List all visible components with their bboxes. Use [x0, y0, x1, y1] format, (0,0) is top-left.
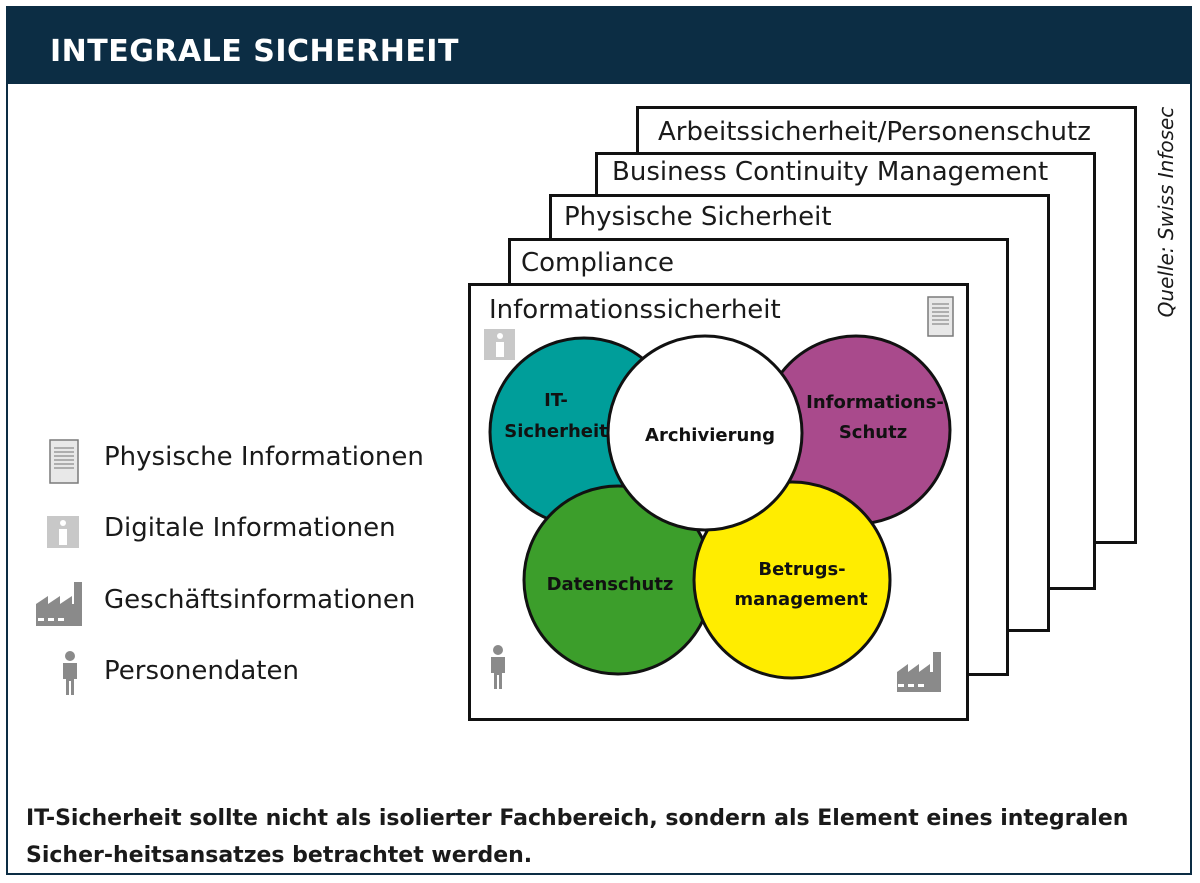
legend-factory-icon — [36, 582, 82, 626]
document-icon — [927, 296, 954, 337]
circle-betrugsmanagement — [692, 480, 892, 680]
layer-label: Compliance — [521, 248, 675, 278]
person-icon — [491, 645, 505, 689]
legend-label-digitale: Digitale Informationen — [104, 513, 396, 543]
circle-archivierung — [606, 334, 804, 532]
label-it-sicherheit-1: IT- — [544, 390, 568, 411]
factory-icon — [897, 652, 941, 692]
layer-label: Informationssicherheit — [489, 295, 781, 325]
label-betrugsmanagement-2: management — [734, 589, 868, 610]
layer-label: Arbeitssicherheit/Personenschutz — [658, 117, 1091, 147]
layer-label: Business Continuity Management — [612, 157, 1049, 187]
legend-document-icon — [49, 439, 79, 484]
legend-person-icon — [63, 651, 77, 695]
header-bar: INTEGRALE SICHERHEIT — [6, 6, 1192, 84]
caption: IT-Sicherheit sollte nicht als isolierte… — [26, 806, 1129, 868]
label-informationsschutz-2: Schutz — [839, 422, 907, 443]
label-betrugsmanagement-1: Betrugs- — [758, 559, 845, 580]
legend-label-geschaeft: Geschäftsinformationen — [104, 585, 416, 615]
label-informationsschutz-1: Informations- — [806, 392, 944, 413]
legend-label-physische: Physische Informationen — [104, 442, 424, 472]
source-note: Quelle: Swiss Infosec — [1154, 106, 1178, 318]
legend-digital-info-icon — [47, 516, 79, 548]
label-datenschutz: Datenschutz — [547, 574, 674, 595]
digital-info-icon — [484, 329, 515, 360]
page-title: INTEGRALE SICHERHEIT — [50, 34, 459, 69]
label-it-sicherheit-2: Sicherheit — [504, 421, 608, 442]
legend-label-personen: Personendaten — [104, 656, 299, 686]
label-archivierung: Archivierung — [645, 425, 775, 446]
layer-label: Physische Sicherheit — [564, 202, 832, 232]
